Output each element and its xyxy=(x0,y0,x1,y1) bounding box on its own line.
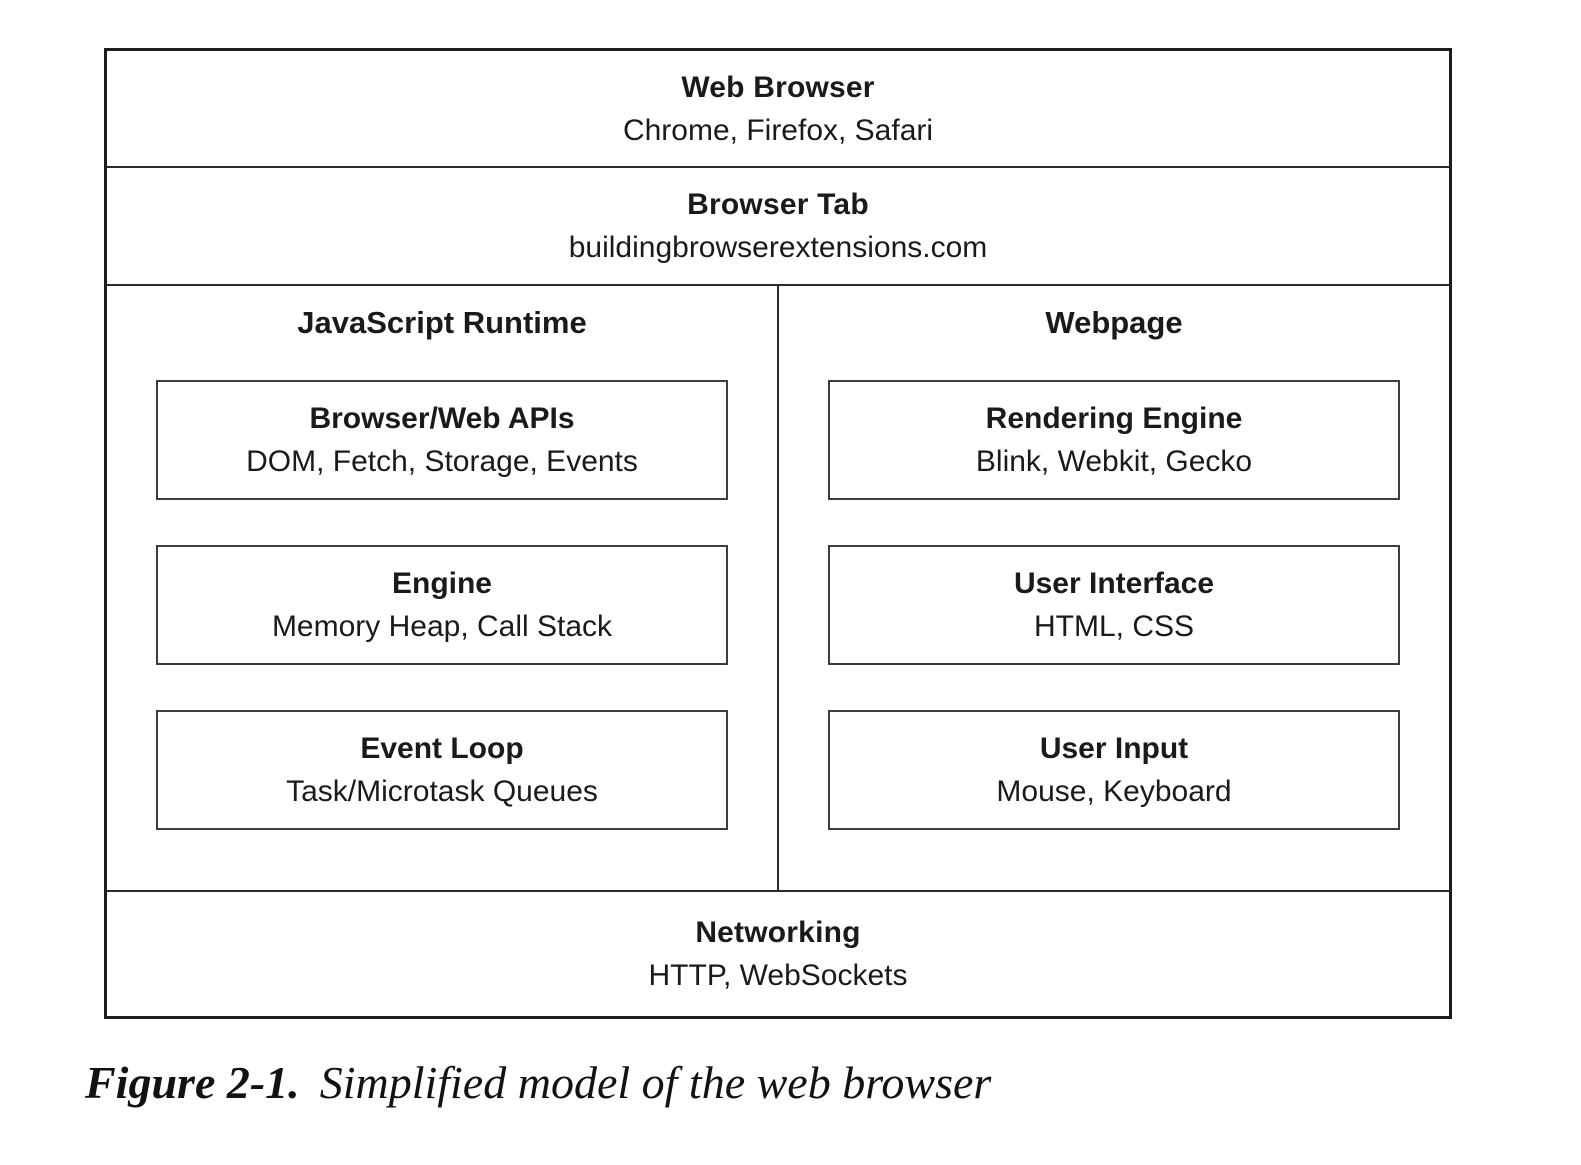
rendering-engine-title: Rendering Engine xyxy=(985,402,1243,435)
user-interface-title: User Interface xyxy=(1013,567,1215,600)
column-webpage: Webpage Rendering Engine Blink, Webkit, … xyxy=(779,286,1449,890)
column-javascript-runtime: JavaScript Runtime Browser/Web APIs DOM,… xyxy=(107,286,779,890)
user-interface-subtitle: HTML, CSS xyxy=(1033,610,1195,643)
networking-subtitle: HTTP, WebSockets xyxy=(648,959,908,992)
browser-web-apis-subtitle: DOM, Fetch, Storage, Events xyxy=(246,445,638,478)
webpage-heading: Webpage xyxy=(1045,305,1183,340)
user-input-subtitle: Mouse, Keyboard xyxy=(996,775,1232,808)
box-browser-web-apis: Browser/Web APIs DOM, Fetch, Storage, Ev… xyxy=(156,380,728,500)
event-loop-title: Event Loop xyxy=(360,732,524,765)
user-input-title: User Input xyxy=(1039,732,1189,765)
section-networking: Networking HTTP, WebSockets xyxy=(107,892,1449,1016)
box-user-input: User Input Mouse, Keyboard xyxy=(828,710,1400,830)
browser-web-apis-title: Browser/Web APIs xyxy=(309,402,575,435)
browser-tab-subtitle: buildingbrowserextensions.com xyxy=(568,231,988,264)
web-browser-title: Web Browser xyxy=(681,70,875,104)
networking-title: Networking xyxy=(695,916,861,949)
javascript-runtime-heading: JavaScript Runtime xyxy=(297,305,587,340)
box-rendering-engine: Rendering Engine Blink, Webkit, Gecko xyxy=(828,380,1400,500)
section-browser-tab: Browser Tab buildingbrowserextensions.co… xyxy=(107,168,1449,286)
browser-tab-title: Browser Tab xyxy=(687,188,869,221)
section-web-browser: Web Browser Chrome, Firefox, Safari xyxy=(107,51,1449,168)
box-engine: Engine Memory Heap, Call Stack xyxy=(156,545,728,665)
web-browser-subtitle: Chrome, Firefox, Safari xyxy=(622,113,934,147)
engine-subtitle: Memory Heap, Call Stack xyxy=(271,610,613,643)
box-user-interface: User Interface HTML, CSS xyxy=(828,545,1400,665)
figure-caption: Figure 2-1. Simplified model of the web b… xyxy=(85,1055,991,1111)
event-loop-subtitle: Task/Microtask Queues xyxy=(286,775,598,808)
figure-caption-text: Simplified model of the web browser xyxy=(319,1057,992,1108)
rendering-engine-subtitle: Blink, Webkit, Gecko xyxy=(975,445,1253,478)
section-runtime-and-webpage: JavaScript Runtime Browser/Web APIs DOM,… xyxy=(107,286,1449,892)
box-event-loop: Event Loop Task/Microtask Queues xyxy=(156,710,728,830)
figure-caption-label: Figure 2-1. xyxy=(85,1057,300,1108)
browser-model-diagram: Web Browser Chrome, Firefox, Safari Brow… xyxy=(104,48,1452,1019)
engine-title: Engine xyxy=(391,567,492,600)
